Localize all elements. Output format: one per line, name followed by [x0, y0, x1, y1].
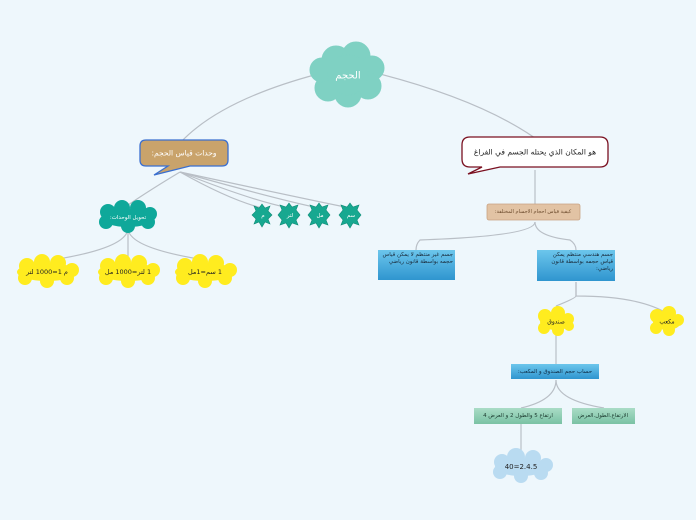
- methods-label: كيفية قياس احجام الاجسام المختلفة:: [494, 209, 572, 215]
- unit-star-ml: [307, 202, 331, 229]
- root-label: الحجم: [335, 70, 361, 82]
- unit-item-cm: سم: [346, 213, 356, 219]
- methods-box[interactable]: [486, 203, 581, 221]
- yellow-cloud-2: [98, 254, 160, 288]
- conversion-item-clouds: [17, 254, 684, 336]
- root-cloud-shape: [309, 41, 385, 108]
- connector-regular-cube: [575, 282, 669, 315]
- unit-stars: [251, 202, 362, 229]
- formula-1-label: الارتفاع.الطول.العرض: [577, 413, 629, 419]
- connector-units-m: [179, 171, 263, 209]
- formula-2-label: ارتفاع 5 والطول 2 و العرض 4: [483, 413, 553, 419]
- definition-bubble-shape: [461, 136, 609, 175]
- connector-units-cm: [179, 171, 351, 209]
- conversion-cloud: [99, 200, 157, 233]
- regular-box[interactable]: [537, 250, 615, 281]
- connector-units-conversion: [127, 171, 181, 206]
- shape-cube-label: مكعب: [659, 318, 675, 326]
- connector-methods-irregular: [415, 221, 536, 251]
- shape-box-label: صندوق: [547, 318, 565, 326]
- conversion-item-1: 1 سم=1مل: [188, 268, 222, 276]
- calc-box[interactable]: [511, 364, 599, 379]
- irregular-label: جسم غير منتظم لا يمكن قياس حجمه بواسطة ق…: [382, 252, 453, 266]
- yellow-cloud-3: [17, 254, 79, 288]
- connector-calc-formula1: [520, 379, 557, 409]
- unit-item-m: م: [261, 213, 265, 219]
- connector-root-definition: [379, 73, 536, 139]
- definition-label: هو المكان الذي يحتله الجسم في الفراغ: [473, 147, 597, 157]
- yellow-cloud-box: [538, 306, 574, 336]
- definition-node[interactable]: [461, 136, 609, 175]
- calc-label: حساب حجم الصندوق و المكعب:: [517, 369, 593, 375]
- yellow-cloud-1: [175, 254, 237, 288]
- connector-units-liter: [179, 171, 290, 209]
- connector-root-units: [179, 73, 319, 144]
- unit-item-liter: لتر: [286, 213, 294, 219]
- unit-star-liter: [277, 202, 301, 229]
- regular-label: جسم هندسي منتظم يمكن قياس حجمه بواسطة قا…: [551, 252, 613, 273]
- connector-conversion-1: [51, 227, 129, 261]
- result-cloud: [493, 448, 553, 483]
- conversion-item-2: 1 لتر=1000 مل: [104, 268, 152, 276]
- formula-box-2[interactable]: [572, 408, 635, 424]
- result-label: 40=2.4.5: [504, 463, 538, 471]
- connector-methods-regular: [534, 221, 577, 251]
- unit-star-cm: [338, 202, 362, 229]
- unit-star-m: [251, 203, 273, 228]
- unit-item-ml: مل: [316, 213, 324, 219]
- conversion-label: تحويل الوحدات:: [109, 215, 147, 221]
- connector-units-ml: [179, 171, 320, 209]
- connector-calc-formula2: [555, 379, 605, 409]
- irregular-box[interactable]: [378, 250, 455, 280]
- units-label: وحدات قياس الحجم:: [151, 148, 217, 158]
- connector-regular-box: [555, 282, 577, 307]
- units-bubble-shape: [139, 139, 229, 176]
- formula-box-1[interactable]: [474, 408, 562, 424]
- connectors: [51, 73, 669, 456]
- conversion-item-3: م 1=1000 لتر: [26, 268, 68, 276]
- yellow-cloud-cube: [650, 306, 684, 336]
- units-node[interactable]: [139, 139, 229, 176]
- root-node[interactable]: [309, 41, 385, 108]
